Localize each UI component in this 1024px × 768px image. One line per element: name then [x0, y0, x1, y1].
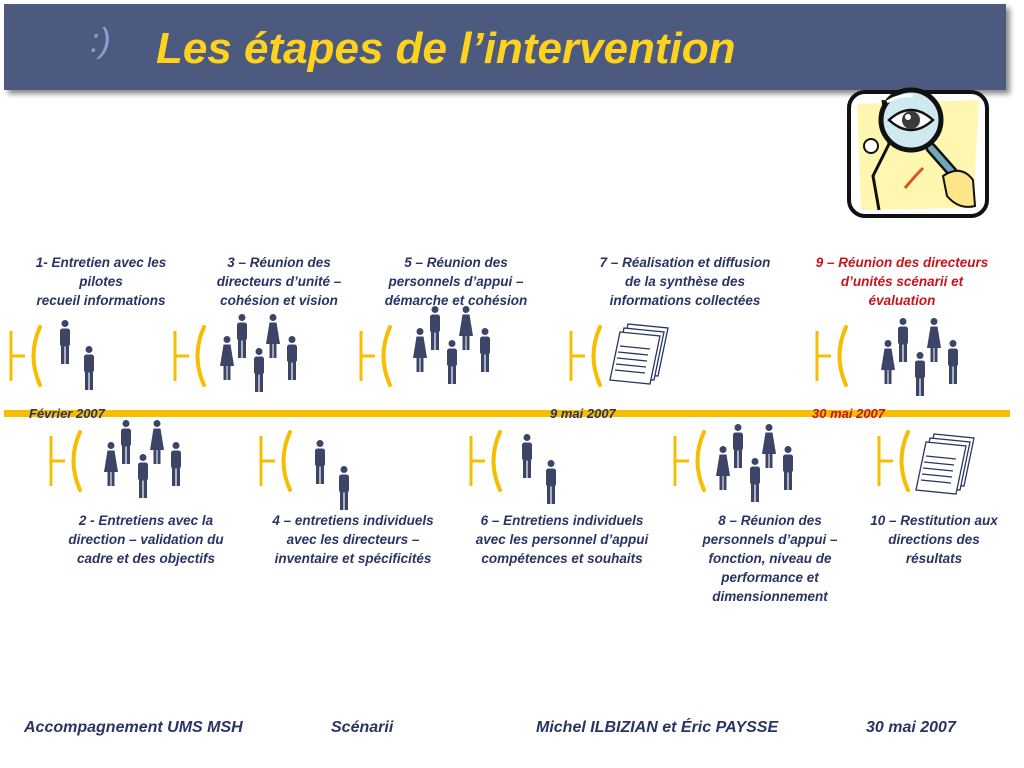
bracket	[877, 430, 910, 492]
timeline-bar	[4, 410, 1010, 417]
timeline-date-start: Février 2007	[29, 406, 105, 421]
bracket	[359, 325, 392, 387]
timeline-date-end: 30 mai 2007	[812, 406, 886, 421]
step-9-label: 9 – Réunion des directeurs d’unités scén…	[815, 255, 989, 308]
smiley-icon: :)	[90, 22, 111, 60]
bracket	[173, 325, 206, 387]
people-group-icon	[413, 306, 490, 384]
footer-project: Accompagnement UMS MSH	[24, 719, 243, 736]
footer-authors: Michel ILBIZIAN et Éric PAYSSE	[536, 719, 779, 736]
bracket	[673, 430, 706, 492]
people-group-icon	[716, 424, 793, 502]
step-3-label: 3 – Réunion des directeurs d’unité – coh…	[216, 255, 342, 308]
step-5-label: 5 – Réunion des personnels d’appui – dém…	[384, 255, 528, 308]
footer-section: Scénarii	[331, 719, 394, 736]
step-1-label: 1- Entretien avec les pilotes recueil in…	[35, 255, 167, 308]
bracket	[9, 325, 42, 387]
step-4-label: 4 – entretiens individuels avec les dire…	[272, 513, 434, 566]
people-group-icon	[881, 318, 958, 396]
step-7-label: 7 – Réalisation et diffusion de la synth…	[599, 255, 771, 308]
people-pair-icon	[60, 320, 94, 390]
documents-icon	[609, 323, 669, 385]
documents-icon	[915, 433, 975, 495]
footer-date: 30 mai 2007	[866, 719, 956, 736]
people-group-icon	[104, 420, 181, 498]
step-10-label: 10 – Restitution aux directions des résu…	[870, 513, 998, 566]
step-6-label: 6 – Entretiens individuels avec les pers…	[475, 513, 649, 566]
magnifier-eye-icon	[847, 87, 989, 218]
timeline-date-middle: 9 mai 2007	[550, 406, 616, 421]
people-pair-icon	[315, 440, 349, 510]
bracket	[569, 325, 602, 387]
step-2-label: 2 - Entretiens avec la direction – valid…	[68, 513, 224, 566]
step-8-label: 8 – Réunion des personnels d’appui – fon…	[702, 513, 838, 604]
bracket	[815, 325, 848, 387]
page-title: Les étapes de l’intervention	[156, 24, 736, 73]
people-pair-icon	[522, 434, 556, 504]
bracket	[49, 430, 82, 492]
bracket	[469, 430, 502, 492]
bracket	[259, 430, 292, 492]
title-banner: :) Les étapes de l’intervention	[4, 4, 1006, 90]
people-group-icon	[220, 314, 297, 392]
